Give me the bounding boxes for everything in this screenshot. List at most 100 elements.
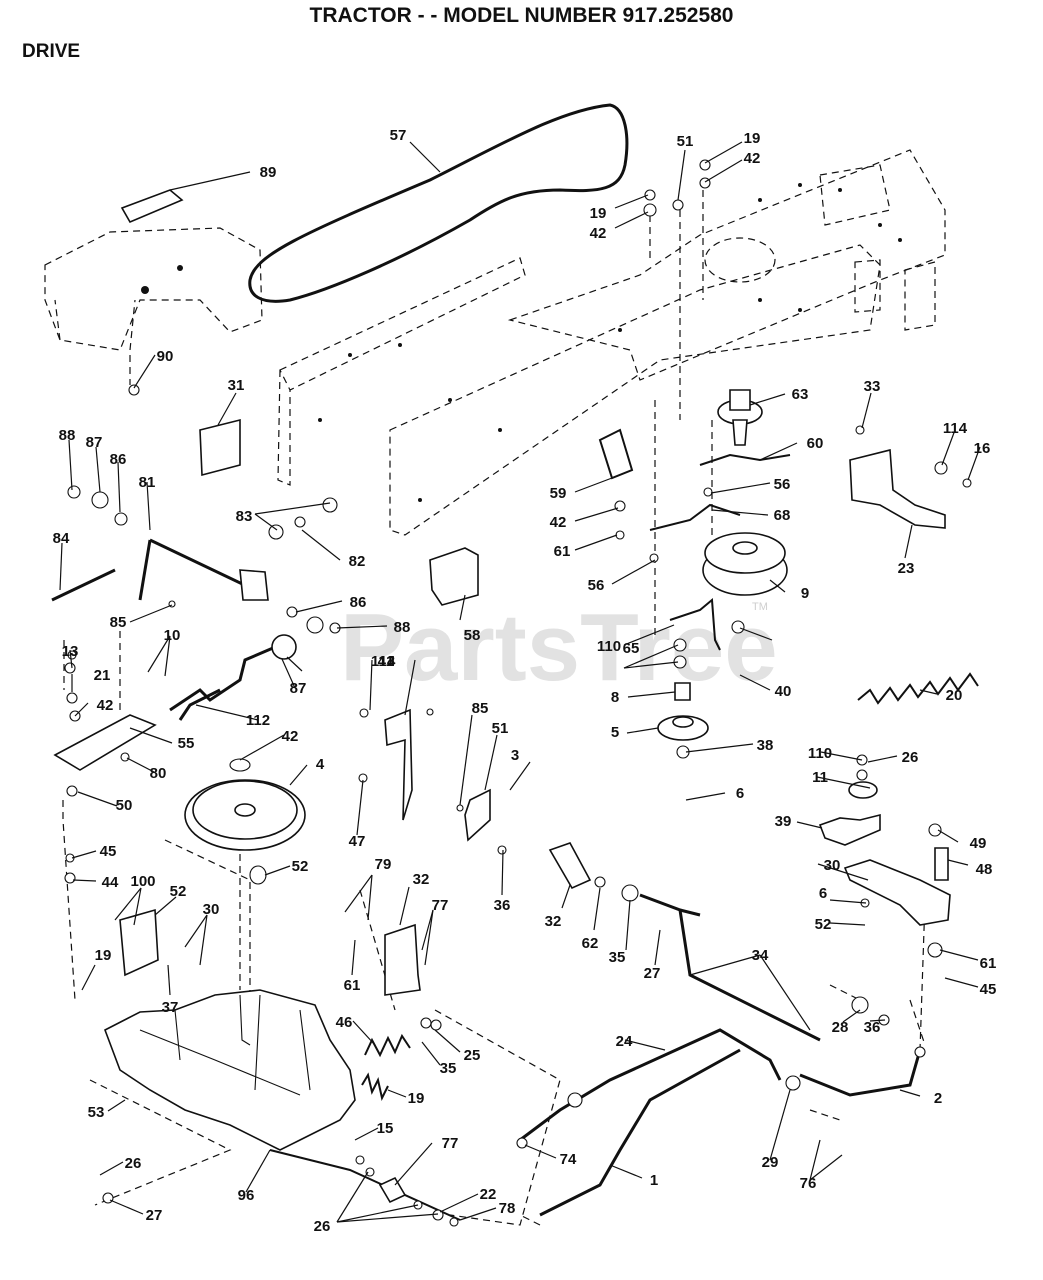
callout-87: 87 (86, 434, 103, 451)
callout-52: 52 (292, 858, 309, 875)
part-spring-55 (857, 672, 979, 705)
part-rod-68 (649, 503, 741, 531)
callout-41: 41 (378, 653, 395, 670)
callout-56: 56 (774, 476, 791, 493)
callout-10: 10 (164, 627, 181, 644)
callout-89: 89 (260, 164, 277, 181)
part-bracket-5 (464, 788, 491, 842)
part-bracket-30-right (384, 923, 421, 996)
callout-86: 86 (110, 451, 127, 468)
callout-20: 20 (946, 687, 963, 704)
callout-77: 77 (432, 897, 449, 914)
part-bracket-113 (384, 708, 413, 821)
callout-51: 51 (492, 720, 509, 737)
callout-34: 34 (752, 947, 769, 964)
callout-2: 2 (934, 1090, 942, 1107)
callout-28: 28 (832, 1019, 849, 1036)
callout-1: 1 (650, 1172, 658, 1189)
callout-36: 36 (494, 897, 511, 914)
part-drive-belt (248, 103, 629, 303)
callout-58: 58 (464, 627, 481, 644)
part-spacer-40 (674, 682, 691, 701)
callout-42: 42 (590, 225, 607, 242)
callout-75: 75 (0, 0, 8, 4)
callout-52: 52 (170, 883, 187, 900)
callout-8: 8 (611, 689, 619, 706)
callout-56: 56 (588, 577, 605, 594)
callout-5: 5 (611, 724, 619, 741)
callout-21: 21 (94, 667, 111, 684)
part-bracket-59 (598, 428, 634, 480)
callout-24: 24 (616, 1033, 633, 1050)
callout-50: 50 (116, 797, 133, 814)
callout-63: 63 (792, 386, 809, 403)
section-title: DRIVE (22, 41, 81, 62)
part-bracket-31 (199, 418, 241, 477)
callout-83: 83 (236, 508, 253, 525)
part-rod-22 (539, 1048, 741, 1217)
callout-30: 30 (203, 901, 220, 918)
part-pulley-3 (184, 779, 306, 851)
callout-29: 29 (762, 1154, 779, 1171)
part-ring-4 (229, 758, 251, 772)
callout-6: 6 (819, 885, 827, 902)
callout-23: 23 (898, 560, 915, 577)
callout-77: 77 (442, 1135, 459, 1152)
callout-19: 19 (95, 947, 112, 964)
callout-26: 26 (902, 749, 919, 766)
callout-65: 65 (623, 640, 640, 657)
part-bracket-41 (669, 597, 721, 651)
callout-59: 59 (550, 485, 567, 502)
callout-42: 42 (550, 514, 567, 531)
callout-57: 57 (390, 127, 407, 144)
callout-90: 90 (157, 348, 174, 365)
callout-11: 11 (812, 769, 828, 786)
callout-13: 13 (62, 643, 79, 660)
callout-16: 16 (974, 440, 991, 457)
part-79 (249, 865, 267, 885)
callout-35: 35 (440, 1060, 457, 1077)
part-rod-84 (51, 568, 116, 602)
callout-9: 9 (801, 585, 809, 602)
callout-3: 3 (511, 747, 519, 764)
callout-4: 4 (316, 756, 325, 773)
callout-19: 19 (744, 130, 761, 147)
callout-85: 85 (472, 700, 489, 717)
part-rod-28 (519, 1028, 782, 1142)
part-rod-60 (699, 453, 791, 466)
callout-78: 78 (499, 1200, 516, 1217)
callout-49: 49 (970, 835, 987, 852)
callout-112: 112 (246, 712, 270, 729)
callout-25: 25 (464, 1047, 481, 1064)
callout-113: 113 (371, 653, 395, 670)
callout-110: 110 (808, 745, 832, 762)
part-shaft-81 (138, 538, 269, 601)
callout-87: 87 (290, 680, 307, 697)
part-transaxle-1 (104, 989, 461, 1221)
callout-81: 81 (139, 474, 156, 491)
part-plate-80 (53, 714, 157, 771)
callout-61: 61 (554, 543, 571, 560)
part-bracket-32-left (119, 908, 159, 977)
part-pulley-63 (717, 389, 763, 446)
part-bracket-58 (429, 547, 479, 606)
callout-22: 22 (480, 1186, 497, 1203)
part-bracket-49 (818, 813, 881, 846)
callout-19: 19 (590, 205, 607, 222)
callout-42: 42 (97, 697, 114, 714)
callout-46: 46 (336, 1014, 353, 1031)
part-pedal-rod-8 (169, 643, 281, 721)
part-shield-89 (120, 189, 184, 224)
callout-40: 40 (775, 683, 792, 700)
callout-26: 26 (125, 1155, 142, 1172)
part-bushing-44 (934, 847, 949, 881)
part-spring-25 (364, 1033, 411, 1058)
callout-32: 32 (413, 871, 430, 888)
callout-45: 45 (980, 981, 997, 998)
callout-15: 15 (377, 1120, 394, 1137)
chassis-frame (44, 149, 946, 1226)
part-62 (548, 842, 592, 890)
callout-114: 114 (943, 420, 968, 437)
